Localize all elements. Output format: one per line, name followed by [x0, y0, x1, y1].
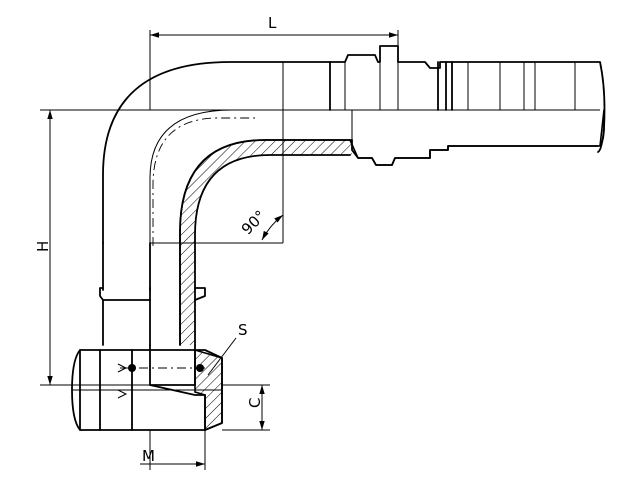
dimension-C: C	[222, 384, 270, 431]
label-angle: 90°	[238, 207, 270, 239]
dimension-M: M	[140, 430, 206, 470]
label-M: M	[142, 447, 155, 465]
label-H: H	[34, 241, 52, 252]
label-L: L	[268, 14, 277, 32]
elbow-body	[102, 61, 331, 291]
hose-tail	[329, 45, 606, 166]
tube-collar	[99, 287, 206, 346]
dimension-S: S	[207, 321, 248, 376]
label-S: S	[238, 321, 248, 339]
label-C: C	[246, 398, 264, 408]
ball-left	[128, 364, 136, 372]
dimension-L: L	[149, 14, 399, 110]
swivel-nut	[71, 344, 223, 432]
dimension-H: H	[34, 109, 330, 386]
